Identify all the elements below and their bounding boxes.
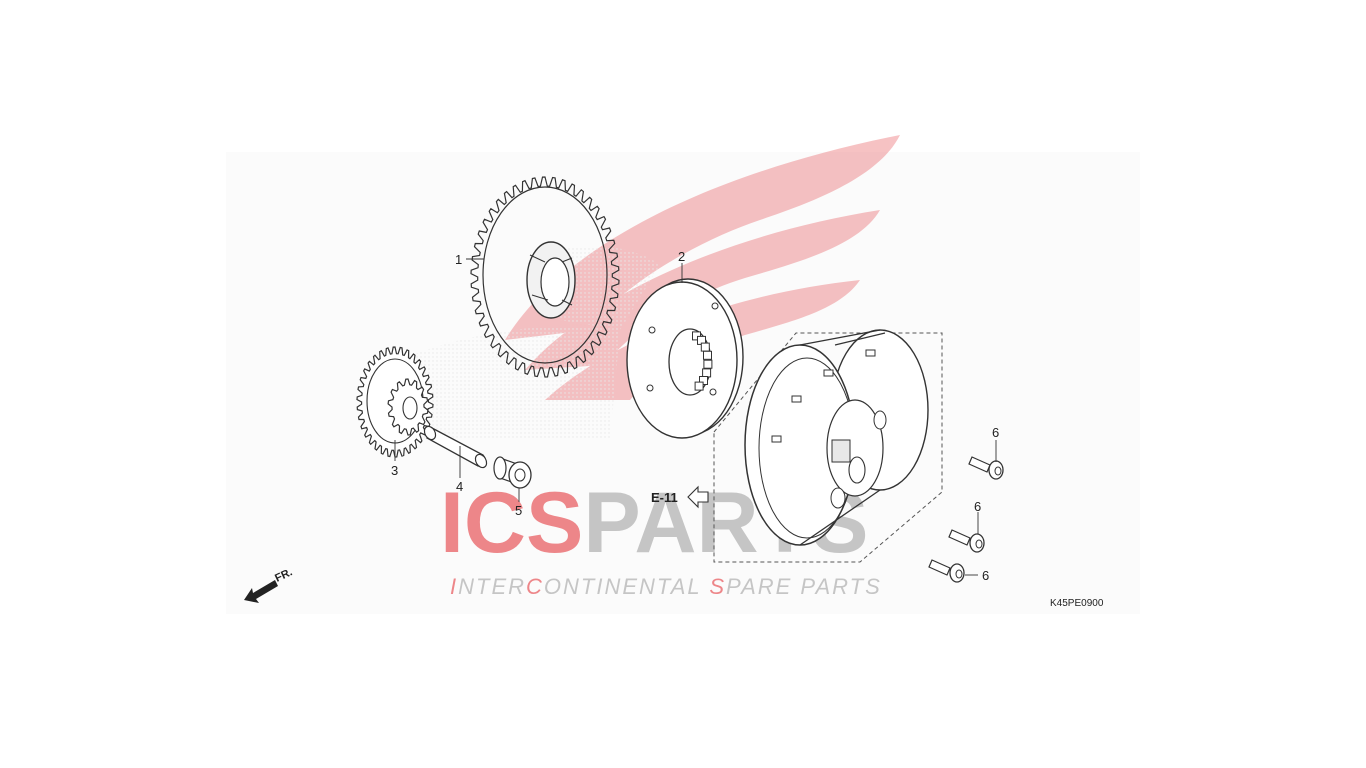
callout-1: 1 (455, 252, 462, 267)
clutch-roller (702, 368, 712, 378)
clutch-roller (703, 359, 713, 369)
brand-watermark: ICSPARTS INTERCONTINENTAL SPARE PARTS (440, 475, 882, 599)
tagline-grey-3: PARE PARTS (726, 574, 882, 599)
part-6-bolt-b (948, 529, 985, 553)
callout-6a: 6 (992, 425, 999, 440)
tagline-grey-1: NTER (458, 574, 526, 599)
callout-3: 3 (391, 463, 398, 478)
svg-text:INTERCONTINENTAL SPARE PARTS: INTERCONTINENTAL SPARE PARTS (450, 574, 882, 599)
part-1-starter-driven-gear (470, 176, 620, 378)
drawing-code: K45PE0900 (1050, 598, 1104, 609)
tagline-red-2: C (526, 574, 544, 599)
part-6-bolt-c (928, 559, 965, 583)
tagline-grey-2: ONTINENTAL (544, 574, 709, 599)
callout-5: 5 (515, 503, 522, 518)
callout-4: 4 (456, 479, 463, 494)
svg-text:ICSPARTS: ICSPARTS (440, 475, 868, 571)
reference-label: E-11 (651, 490, 678, 505)
part-2-starter-clutch (626, 278, 744, 439)
clutch-roller (703, 350, 712, 360)
front-direction-arrow-icon (244, 580, 278, 603)
clutch-roller (700, 342, 710, 352)
callout-6b: 6 (974, 499, 981, 514)
brand-red-text: ICS (440, 475, 583, 571)
part-6-bolt-a (968, 456, 1004, 480)
callout-2: 2 (678, 249, 685, 264)
tagline-red-3: S (709, 574, 726, 599)
clutch-roller (694, 381, 704, 391)
callout-6c: 6 (982, 568, 989, 583)
gear-teeth-outline (470, 176, 620, 378)
tagline-red-1: I (450, 574, 458, 599)
reference-arrow-icon (687, 485, 709, 509)
flywheel-rotor (744, 329, 929, 546)
part-5-collar (493, 456, 532, 489)
leader-lines (394, 258, 997, 576)
part-4-shaft (423, 425, 488, 469)
part-3-reduction-gear (356, 346, 434, 458)
reference-outline (713, 332, 943, 563)
